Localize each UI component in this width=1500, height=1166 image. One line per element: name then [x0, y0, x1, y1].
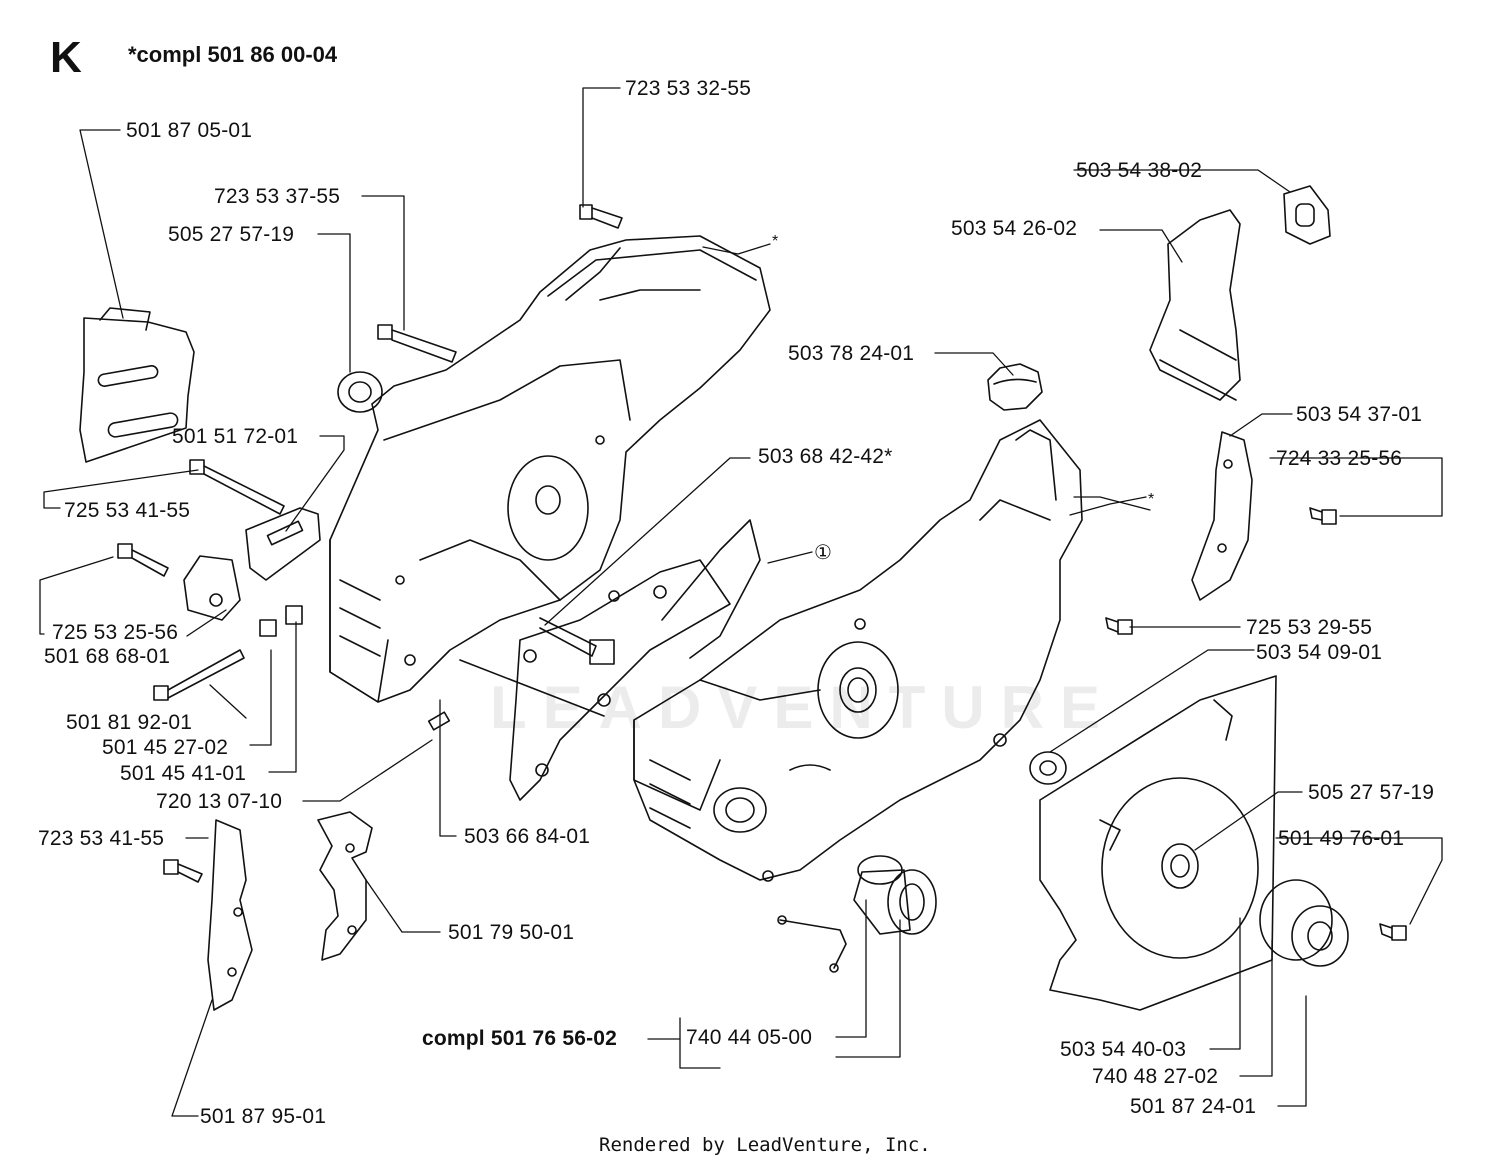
part-label-503543701[interactable]: 503 54 37-01	[1296, 403, 1423, 426]
part-label-505275719-right[interactable]: 505 27 57-19	[1308, 781, 1435, 804]
part-label-503540901[interactable]: 503 54 09-01	[1256, 641, 1383, 664]
part-label-503542602[interactable]: 503 54 26-02	[951, 217, 1078, 240]
part-label-compl-501765602[interactable]: compl 501 76 56-02	[422, 1027, 618, 1050]
part-label-501819201[interactable]: 501 81 92-01	[66, 711, 193, 734]
part-label-724332556[interactable]: 724 33 25-56	[1276, 447, 1403, 470]
rod	[459, 659, 605, 717]
grommet	[1029, 751, 1067, 785]
screw-724332556	[1309, 507, 1337, 525]
part-label-501872401[interactable]: 501 87 24-01	[1130, 1095, 1257, 1118]
part-label-720130710[interactable]: 720 13 07-10	[156, 790, 283, 813]
part-label-505275719-left[interactable]: 505 27 57-19	[168, 223, 295, 246]
part-label-501879501[interactable]: 501 87 95-01	[200, 1105, 327, 1128]
part-label-501452702[interactable]: 501 45 27-02	[102, 736, 229, 759]
screw-723534155	[163, 859, 203, 883]
oil-pump	[777, 855, 937, 973]
asterisk-marker-right: *	[1148, 491, 1155, 508]
clutch-drum	[1259, 879, 1407, 967]
part-label-501686801[interactable]: 501 68 68-01	[44, 645, 171, 668]
part-label-503668401[interactable]: 503 66 84-01	[464, 825, 591, 848]
starter-side-cover	[1039, 675, 1277, 1011]
screw-503684242	[539, 617, 615, 665]
part-label-503543802[interactable]: 503 54 38-02	[1076, 159, 1203, 182]
part-label-723533255[interactable]: 723 53 32-55	[625, 77, 752, 100]
part-label-503782401[interactable]: 503 78 24-01	[788, 342, 915, 365]
screw-725532955	[1105, 617, 1133, 635]
footer-credit: Rendered by LeadVenture, Inc.	[599, 1134, 931, 1156]
part-label-503684242[interactable]: 503 68 42-42*	[758, 445, 893, 468]
screw-723533255	[579, 204, 623, 229]
gasket	[509, 519, 761, 801]
chain-tensioner-parts	[117, 507, 451, 731]
part-label-501497601[interactable]: 501 49 76-01	[1278, 827, 1405, 850]
part-label-723533755[interactable]: 723 53 37-55	[214, 185, 341, 208]
part-label-725534155[interactable]: 725 53 41-55	[64, 499, 191, 522]
guide-plate	[79, 307, 195, 463]
left-crankcase	[329, 235, 771, 703]
bumper	[987, 363, 1043, 411]
buffer	[1283, 185, 1331, 245]
callout-marker-1: ①	[814, 542, 833, 564]
part-label-725532556[interactable]: 725 53 25-56	[52, 621, 179, 644]
part-label-725532955[interactable]: 725 53 29-55	[1246, 616, 1373, 639]
section-letter: K	[50, 33, 82, 82]
part-label-501795001[interactable]: 501 79 50-01	[448, 921, 575, 944]
part-label-501454101[interactable]: 501 45 41-01	[120, 762, 247, 785]
part-label-740482702[interactable]: 740 48 27-02	[1092, 1065, 1219, 1088]
bolt-725534155	[189, 459, 285, 515]
bumper-spike	[317, 811, 373, 961]
leader-lines	[39, 87, 1443, 1117]
cover-plate	[1191, 431, 1253, 601]
part-label-501517201[interactable]: 501 51 72-01	[172, 425, 299, 448]
assembly-title: *compl 501 86 00-04	[128, 42, 338, 67]
part-label-503544003[interactable]: 503 54 40-03	[1060, 1038, 1187, 1061]
bolt-723533755	[377, 324, 457, 363]
part-label-501870501[interactable]: 501 87 05-01	[126, 119, 253, 142]
part-label-723534155[interactable]: 723 53 41-55	[38, 827, 165, 850]
air-deflector	[1149, 209, 1241, 401]
rear-hand-guard	[207, 819, 253, 1011]
right-crankcase	[633, 419, 1083, 882]
seal-505275719-left	[337, 371, 383, 413]
part-label-740440500[interactable]: 740 44 05-00	[686, 1026, 813, 1049]
asterisk-marker-left: *	[772, 233, 779, 250]
